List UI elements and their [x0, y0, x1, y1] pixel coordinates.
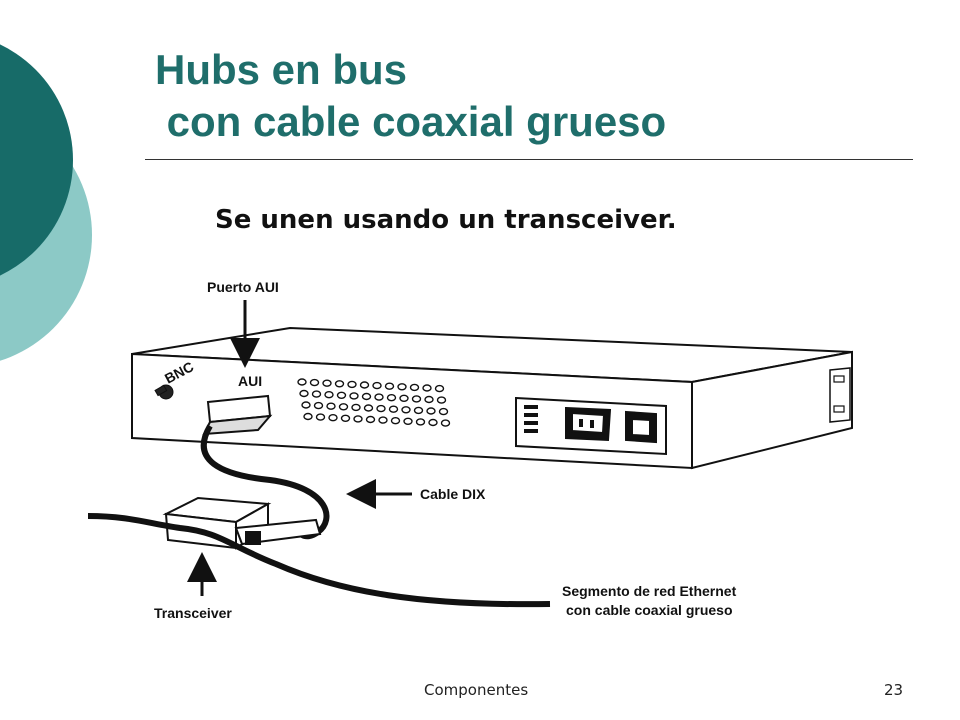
port-hole [328, 413, 338, 422]
port-hole [434, 384, 445, 393]
label-transceiver: Transceiver [154, 605, 232, 621]
port-grid [297, 378, 451, 427]
port-hole [309, 378, 320, 387]
port-hole [297, 378, 307, 386]
port-hole [301, 401, 311, 409]
port-hole [365, 415, 376, 424]
port-hole [311, 390, 322, 398]
slide-subtitle: Se unen usando un transceiver. [215, 205, 677, 235]
page-number: 23 [884, 681, 904, 699]
port-hole [315, 413, 326, 421]
decorative-circles [0, 44, 92, 361]
port-hole [386, 393, 397, 402]
port-hole [347, 380, 357, 389]
port-hole [374, 393, 384, 401]
title-divider [145, 159, 913, 160]
port-hole [409, 383, 420, 392]
port-hole [438, 407, 449, 416]
port-hole [411, 395, 422, 403]
dark-teal-circle [0, 44, 73, 276]
hub-chassis [131, 326, 853, 470]
port-hole [359, 381, 370, 389]
port-hole [384, 382, 395, 390]
port-hole [326, 402, 336, 410]
label-dix-cable: Cable DIX [420, 486, 486, 502]
power-panel [515, 396, 667, 456]
port-hole [338, 403, 349, 411]
port-hole [424, 395, 434, 404]
port-hole [361, 392, 372, 401]
port-hole [322, 379, 332, 387]
port-hole [372, 381, 382, 390]
port-hole [351, 403, 361, 412]
port-hole [426, 407, 436, 415]
port-hole [422, 384, 432, 392]
slide-title-line-2: con cable coaxial grueso [155, 98, 667, 145]
aui-plug [202, 394, 273, 436]
port-hole [388, 405, 399, 413]
coax-segment [87, 513, 551, 608]
label-segment-line-2: con cable coaxial grueso [566, 602, 733, 618]
transceiver-body [162, 496, 322, 550]
port-hole [376, 404, 386, 413]
port-hole [440, 419, 451, 427]
aui-panel-mark: AUI [238, 373, 262, 389]
port-hole [436, 396, 447, 404]
footer-section-name: Componentes [424, 681, 529, 699]
port-hole [397, 383, 407, 391]
port-hole [403, 417, 413, 426]
port-hole [413, 406, 424, 415]
port-hole [363, 404, 374, 412]
port-hole [428, 418, 438, 427]
bnc-connector [154, 384, 174, 400]
port-hole [324, 390, 334, 399]
port-hole [336, 391, 347, 400]
port-hole [399, 394, 409, 403]
port-hole [340, 414, 351, 423]
port-hole [353, 415, 363, 423]
label-aui-port: Puerto AUI [207, 279, 279, 295]
hub-transceiver-diagram: BNC AUI Puerto AUI Cable DIX Trans [87, 279, 853, 621]
port-hole [303, 412, 313, 421]
label-segment-line-1: Segmento de red Ethernet [562, 583, 737, 599]
port-hole [349, 392, 359, 400]
port-hole [313, 401, 324, 410]
port-hole [334, 380, 345, 388]
port-hole [401, 406, 411, 414]
port-hole [390, 416, 401, 425]
port-hole [415, 418, 426, 426]
slide-title-line-1: Hubs en bus [155, 46, 408, 93]
port-hole [299, 389, 309, 398]
port-hole [378, 416, 388, 424]
